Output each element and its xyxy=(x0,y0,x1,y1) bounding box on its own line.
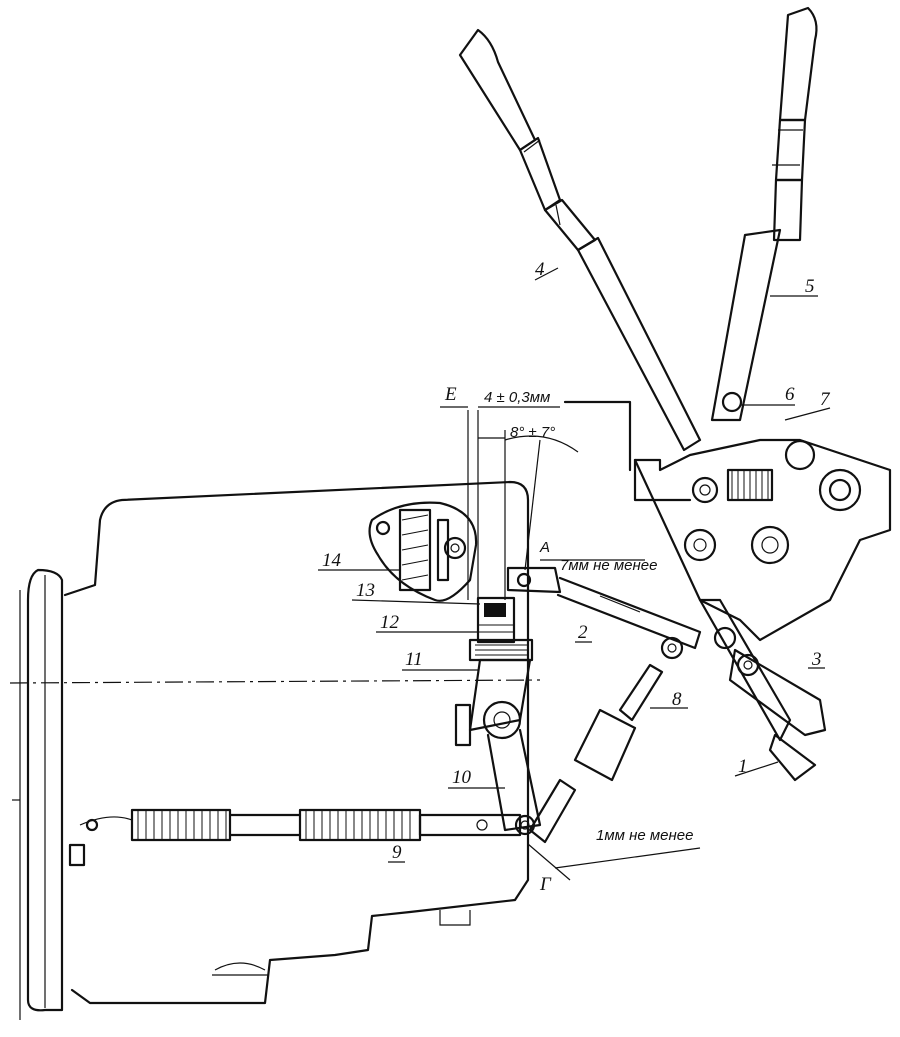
dim-gap: 4 ± 0,3мм xyxy=(484,389,550,406)
return-spring xyxy=(68,808,522,867)
dim-seven-mm: 7мм не менее xyxy=(560,557,657,574)
dim-a: А xyxy=(539,539,550,556)
release-mechanism xyxy=(368,501,534,662)
dim-g: Г xyxy=(539,874,552,895)
pedal-4 xyxy=(458,28,702,452)
dim-one-mm: 1мм не менее xyxy=(596,827,693,844)
pedal-bracket xyxy=(563,391,892,642)
label-3: 3 xyxy=(811,649,822,670)
rod-8 xyxy=(528,636,684,844)
label-9: 9 xyxy=(392,842,402,863)
part-labels: 1 2 3 4 5 6 7 8 9 10 11 12 13 14 xyxy=(318,259,831,863)
lever-1-3 xyxy=(698,598,827,782)
label-2: 2 xyxy=(578,622,588,643)
label-10: 10 xyxy=(452,767,472,788)
rod-2 xyxy=(506,566,737,650)
label-5: 5 xyxy=(805,276,815,297)
label-1: 1 xyxy=(738,756,748,777)
pedal-5 xyxy=(710,6,818,422)
dim-angle: 8° ± 7° xyxy=(510,424,555,441)
label-6: 6 xyxy=(785,384,795,405)
housing xyxy=(63,480,530,1005)
bracket-lever xyxy=(454,658,542,836)
dimension-lines xyxy=(440,406,701,881)
label-7: 7 xyxy=(820,389,831,410)
flange xyxy=(12,568,64,1020)
label-12: 12 xyxy=(380,612,400,633)
label-11: 11 xyxy=(405,649,423,670)
dimension-text: Е 4 ± 0,3мм 8° ± 7° А 7мм не менее 1мм н… xyxy=(444,384,693,895)
center-line xyxy=(9,679,541,684)
label-14: 14 xyxy=(322,550,342,571)
label-4: 4 xyxy=(535,259,545,280)
dim-e: Е xyxy=(444,384,457,405)
label-13: 13 xyxy=(356,580,375,601)
label-8: 8 xyxy=(672,689,682,710)
